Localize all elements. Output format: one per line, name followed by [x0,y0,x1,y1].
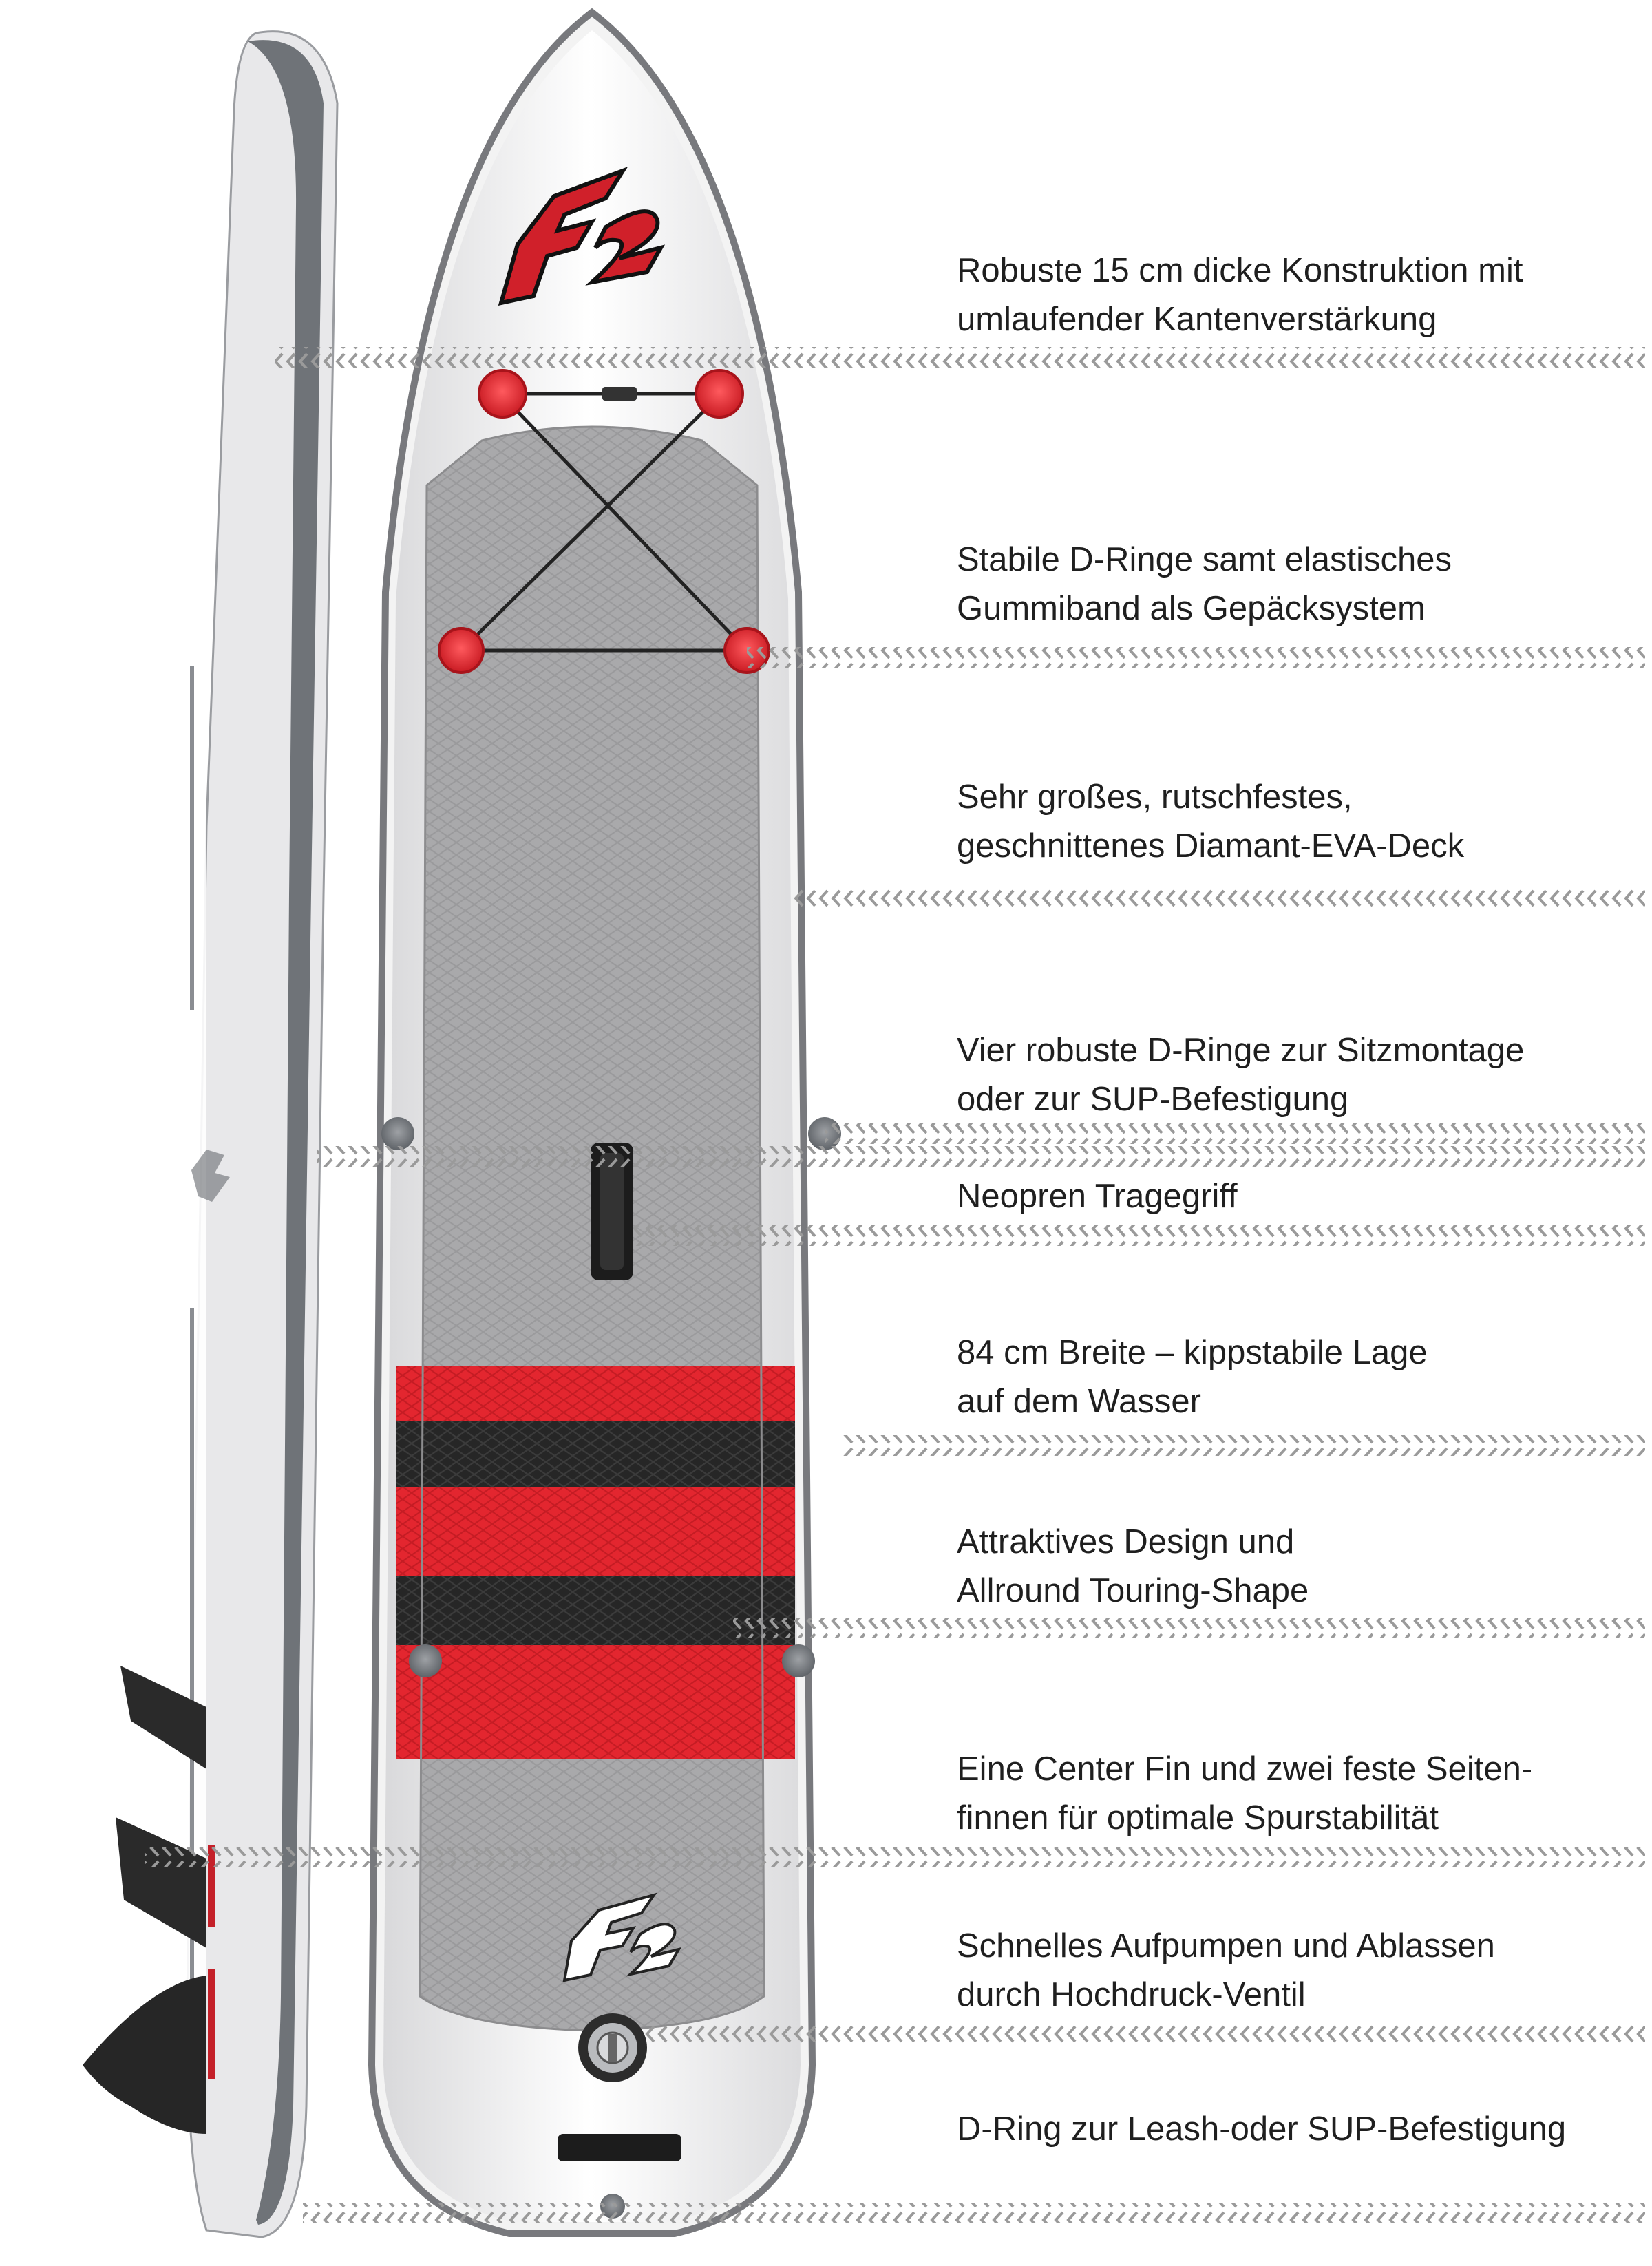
seat-d-ring-rear-left [409,1644,442,1677]
seat-d-ring-front-left [381,1117,414,1150]
pointer-arrows [145,347,1645,2223]
feature-label-carry-handle: Neopren Tragegriff [957,1178,1238,1215]
arrow-pointer-8 [145,1847,1645,1867]
tail-logo [562,1892,682,1982]
arrow-pointer-4b [317,1146,1645,1167]
d-ring-rear-left [438,627,485,674]
arrow-pointer-2 [747,647,1645,668]
feature-label-leash-ring: D-Ring zur Leash-oder SUP-Befestigung [957,2110,1567,2148]
leash-handle [558,2134,681,2161]
d-ring-front-left [478,369,527,419]
arrow-pointer-1 [275,347,1645,368]
feature-label-fins: Eine Center Fin und zwei feste Seiten-fi… [957,1750,1533,1836]
side-profile-board [83,30,339,2238]
carry-handle [591,1143,633,1280]
feature-label-eva-deck: Sehr großes, rutschfestes,geschnittenes … [957,779,1465,865]
arrow-pointer-5 [633,1225,1645,1246]
valve [578,2013,647,2082]
arrow-pointer-3 [792,888,1645,909]
nose-logo [498,167,666,306]
arrow-pointer-9 [644,2024,1645,2044]
d-ring-front-right [695,369,744,419]
arrow-pointer-4a [825,1123,1645,1144]
top-view-board [368,8,841,2237]
arrow-pointer-7 [733,1618,1645,1638]
arrow-pointer-6 [843,1435,1645,1456]
deck-stripes [396,1366,795,1759]
seat-d-ring-rear-right [782,1644,815,1677]
arrow-pointer-10 [303,2203,1645,2223]
